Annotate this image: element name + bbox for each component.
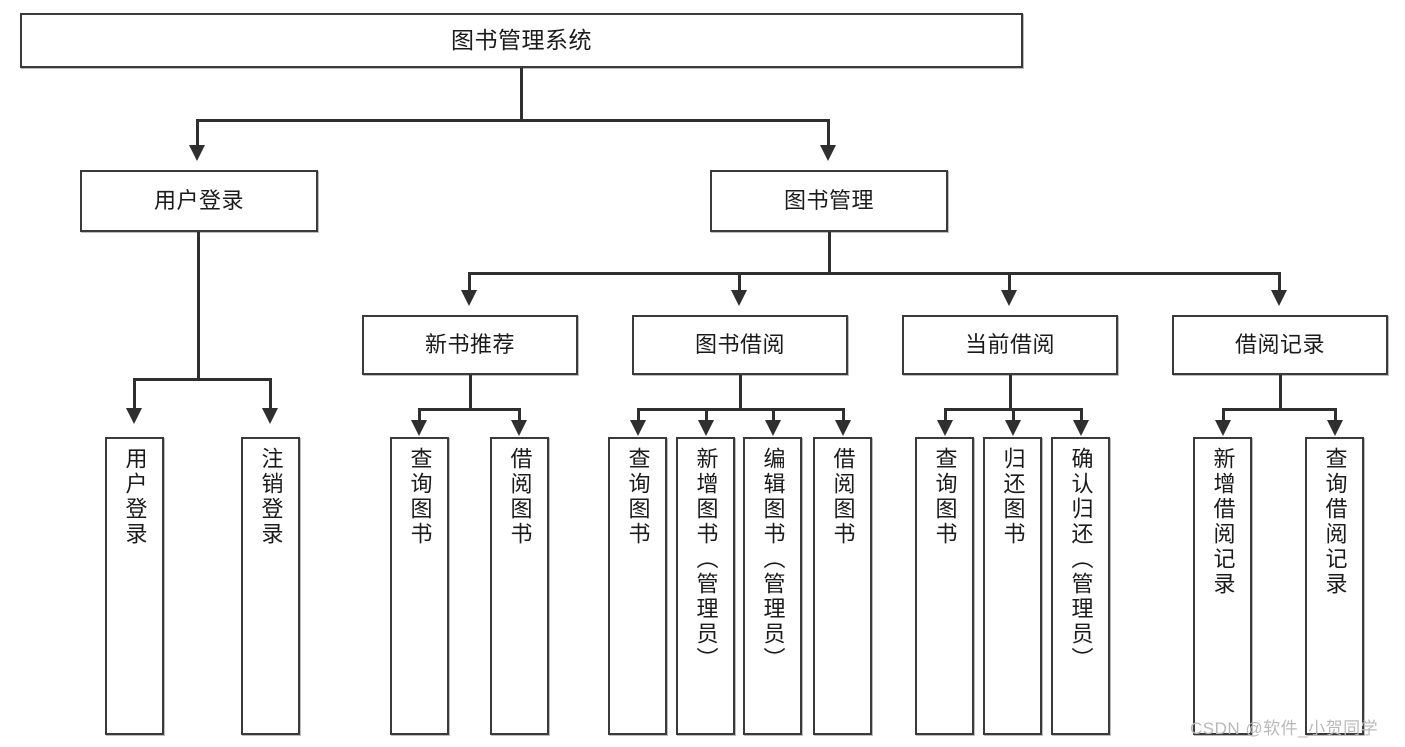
arrowhead-user-login-leaf-1: [126, 408, 142, 424]
arrowhead-user-login-leaf-2: [262, 408, 278, 424]
edge-user-login-to-leaf-1: [133, 378, 136, 410]
edge-book-borrow-to-leaf-4: [842, 408, 845, 422]
arrowhead-new-book-leaf-1: [411, 420, 427, 436]
edge-root-stem: [520, 68, 523, 119]
node-label: 查询图书: [625, 447, 651, 547]
edge-book-mgmt-bus: [468, 272, 1280, 275]
node-label: 确认归还（管理员）: [1068, 447, 1094, 672]
node-root-system[interactable]: 图书管理系统: [20, 13, 1023, 68]
leaf-book-borrow-query[interactable]: 查询图书: [608, 437, 667, 735]
edge-current-borrow-to-leaf-3: [1080, 408, 1083, 422]
edge-new-book-to-leaf-2: [518, 408, 521, 422]
node-label: 图书管理系统: [451, 26, 592, 53]
leaf-book-borrow-add[interactable]: 新增图书（管理员）: [676, 437, 735, 735]
arrowhead-new-book-leaf-2: [511, 420, 527, 436]
arrowhead-book-mgmt: [820, 145, 836, 161]
edge-current-borrow-to-leaf-1: [944, 408, 947, 422]
edge-current-borrow-to-leaf-2: [1012, 408, 1015, 422]
edge-book-mgmt-to-l3-4: [1278, 272, 1281, 292]
node-label: 用户登录: [122, 447, 148, 547]
node-label: 图书借阅: [694, 331, 785, 357]
leaf-current-borrow-confirm-return[interactable]: 确认归还（管理员）: [1051, 437, 1110, 735]
edge-borrow-record-to-leaf-1: [1222, 408, 1225, 422]
leaf-new-book-borrow[interactable]: 借阅图书: [490, 437, 549, 735]
node-label: 新增借阅记录: [1210, 447, 1236, 597]
node-label: 查询借阅记录: [1322, 447, 1348, 597]
edge-new-book-bus: [418, 408, 521, 411]
edge-borrow-record-bus: [1222, 408, 1337, 411]
arrowhead-l3-new-book: [461, 290, 477, 306]
arrowhead-borrow-record-leaf-1: [1215, 420, 1231, 436]
arrowhead-user-login: [189, 145, 205, 161]
node-book-management[interactable]: 图书管理: [710, 170, 948, 232]
arrowhead-l3-borrow-record: [1271, 290, 1287, 306]
node-label: 新增图书（管理员）: [693, 447, 719, 672]
leaf-borrow-record-add[interactable]: 新增借阅记录: [1193, 437, 1252, 735]
leaf-current-borrow-query[interactable]: 查询图书: [915, 437, 974, 735]
arrowhead-book-borrow-leaf-4: [835, 420, 851, 436]
node-label: 新书推荐: [424, 331, 515, 357]
arrowhead-book-borrow-leaf-1: [630, 420, 646, 436]
edge-current-borrow-stem: [1009, 375, 1012, 408]
node-book-borrow[interactable]: 图书借阅: [632, 315, 848, 375]
edge-root-bus: [196, 119, 828, 122]
leaf-new-book-query[interactable]: 查询图书: [390, 437, 449, 735]
edge-book-borrow-bus: [637, 408, 845, 411]
node-label: 借阅图书: [507, 447, 533, 547]
edge-new-book-to-leaf-1: [418, 408, 421, 422]
edge-user-login-stem: [197, 232, 200, 378]
edge-book-mgmt-to-l3-3: [1008, 272, 1011, 292]
edge-user-login-bus: [133, 378, 270, 381]
node-label: 编辑图书（管理员）: [760, 447, 786, 672]
leaf-borrow-record-query[interactable]: 查询借阅记录: [1305, 437, 1364, 735]
edge-book-borrow-to-leaf-1: [637, 408, 640, 422]
node-label: 用户登录: [153, 187, 244, 213]
edge-book-mgmt-to-l3-2: [738, 272, 741, 292]
node-label: 查询图书: [932, 447, 958, 547]
edge-book-borrow-to-leaf-3: [772, 408, 775, 422]
arrowhead-book-borrow-leaf-2: [698, 420, 714, 436]
node-label: 归还图书: [1000, 447, 1026, 547]
arrowhead-current-borrow-leaf-1: [937, 420, 953, 436]
leaf-current-borrow-return[interactable]: 归还图书: [983, 437, 1042, 735]
arrowhead-current-borrow-leaf-3: [1073, 420, 1089, 436]
edge-book-mgmt-to-l3-1: [468, 272, 471, 292]
edge-book-borrow-to-leaf-2: [705, 408, 708, 422]
node-borrow-record[interactable]: 借阅记录: [1172, 315, 1388, 375]
edge-book-mgmt-stem: [828, 232, 831, 272]
node-new-book-recommend[interactable]: 新书推荐: [362, 315, 578, 375]
edge-borrow-record-to-leaf-2: [1334, 408, 1337, 422]
edge-new-book-stem: [469, 375, 472, 408]
arrowhead-l3-book-borrow: [731, 290, 747, 306]
edge-book-borrow-stem: [739, 375, 742, 408]
node-label: 查询图书: [407, 447, 433, 547]
node-label: 借阅图书: [830, 447, 856, 547]
edge-root-to-user-login: [196, 119, 199, 147]
csdn-watermark: CSDN @软件_小贺同学: [1190, 719, 1379, 738]
leaf-book-borrow-borrow[interactable]: 借阅图书: [813, 437, 872, 735]
node-current-borrow[interactable]: 当前借阅: [902, 315, 1118, 375]
arrowhead-current-borrow-leaf-2: [1005, 420, 1021, 436]
leaf-user-login-login[interactable]: 用户登录: [105, 437, 164, 735]
edge-user-login-to-leaf-2: [269, 378, 272, 410]
arrowhead-l3-current-borrow: [1001, 290, 1017, 306]
leaf-user-login-logout[interactable]: 注销登录: [241, 437, 300, 735]
arrowhead-book-borrow-leaf-3: [765, 420, 781, 436]
edge-root-to-book-mgmt: [827, 119, 830, 147]
arrowhead-borrow-record-leaf-2: [1327, 420, 1343, 436]
node-label: 借阅记录: [1234, 331, 1325, 357]
node-label: 图书管理: [783, 187, 874, 213]
node-label: 注销登录: [258, 447, 284, 547]
edge-borrow-record-stem: [1279, 375, 1282, 408]
node-label: 当前借阅: [964, 331, 1055, 357]
leaf-book-borrow-edit[interactable]: 编辑图书（管理员）: [743, 437, 802, 735]
node-user-login[interactable]: 用户登录: [80, 170, 318, 232]
